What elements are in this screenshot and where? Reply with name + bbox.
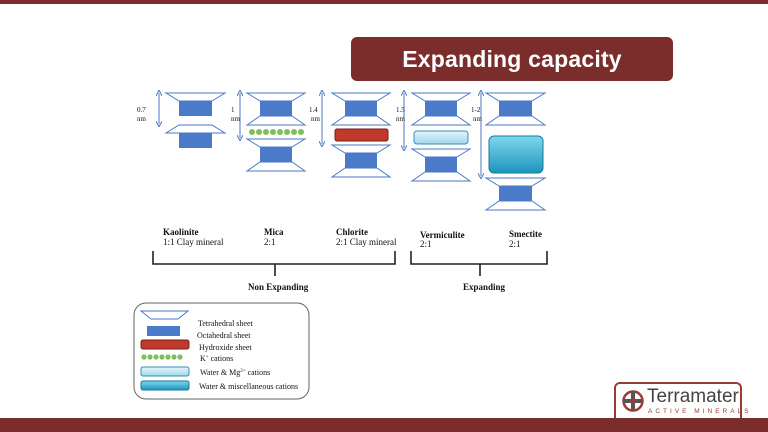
chlorite-type: 2:1 Clay mineral — [336, 237, 397, 247]
smectite-spacing-unit: nm — [473, 115, 483, 123]
tetrahedral-sheet — [164, 124, 227, 134]
smectite-name: Smectite — [509, 229, 542, 239]
chlorite-structure — [322, 93, 392, 178]
water-mg-layer — [413, 130, 469, 145]
kaolinite-spacing: 0.7 — [137, 106, 146, 114]
bottom-accent-bar — [0, 418, 768, 432]
chlorite-spacing-unit: nm — [311, 115, 321, 123]
kaolinite-name: Kaolinite — [163, 227, 199, 237]
expanding-label: Expanding — [463, 282, 506, 292]
legend-k-label: K+ cations — [200, 354, 233, 363]
top-accent-bar — [0, 0, 768, 4]
mica-name: Mica — [264, 227, 284, 237]
vermiculite-spacing: 1.5 — [396, 106, 405, 114]
mica-spacing: 1 — [231, 106, 235, 114]
legend: Tetrahedral sheet Octahedral sheet Hydro… — [133, 302, 310, 400]
legend-water-mg-swatch — [140, 366, 190, 377]
vermiculite-structure — [404, 93, 472, 182]
terramater-mark-icon — [622, 390, 644, 412]
kaolinite-type: 1:1 Clay mineral — [163, 237, 224, 247]
vermiculite-name: Vermiculite — [420, 230, 465, 240]
kaolinite-spacing-unit: nm — [137, 115, 147, 123]
mica-spacing-unit: nm — [231, 115, 241, 123]
legend-water-misc-swatch — [140, 380, 190, 391]
smectite-structure — [481, 93, 547, 211]
kaolinite-structure — [159, 92, 227, 148]
vermiculite-spacing-unit: nm — [396, 115, 406, 123]
legend-tetrahedral-label: Tetrahedral sheet — [198, 319, 254, 328]
legend-water-mg-label: Water & Mg2+ cations — [200, 368, 270, 377]
mica-type: 2:1 — [264, 237, 276, 247]
octahedral-sheet — [179, 101, 212, 116]
water-misc-layer — [488, 135, 544, 174]
hydroxide-layer — [334, 128, 389, 142]
vermiculite-type: 2:1 — [420, 239, 432, 249]
legend-octahedral-label: Octahedral sheet — [197, 331, 251, 340]
octahedral-sheet — [179, 133, 212, 148]
chlorite-name: Chlorite — [336, 227, 368, 237]
logo-name: Terramater — [647, 386, 739, 407]
non-expanding-label: Non Expanding — [248, 282, 309, 292]
slide-title: Expanding capacity — [351, 37, 673, 81]
mica-structure — [240, 93, 307, 172]
legend-k-swatch — [141, 354, 183, 360]
legend-tetrahedral-swatch — [139, 310, 190, 320]
legend-water-misc-label: Water & miscellaneous cations — [199, 382, 298, 391]
legend-hydroxide-swatch — [140, 339, 190, 350]
k-cation-layer — [249, 129, 304, 135]
non-expanding-bracket — [152, 251, 396, 276]
smectite-type: 2:1 — [509, 239, 521, 249]
legend-octahedral-swatch — [147, 326, 180, 336]
chlorite-spacing: 1.4 — [309, 106, 318, 114]
terramater-logo — [614, 382, 742, 424]
tetrahedral-sheet — [164, 92, 227, 102]
expanding-bracket — [410, 251, 548, 276]
smectite-spacing: 1-2 — [471, 106, 481, 114]
legend-hydroxide-label: Hydroxide sheet — [199, 343, 252, 352]
logo-tagline: ACTIVE MINERALS — [648, 408, 752, 415]
